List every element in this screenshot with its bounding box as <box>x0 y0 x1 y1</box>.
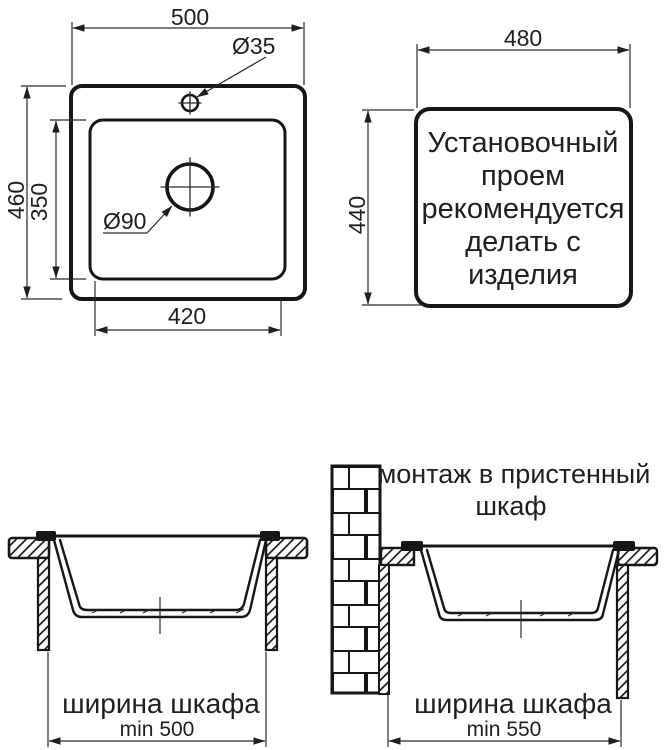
faucet-hole-icon <box>178 91 202 115</box>
cabinet-width-caption: ширина шкафа <box>62 688 260 719</box>
dim-label-350: 350 <box>26 183 52 221</box>
cutout-outline <box>414 107 633 308</box>
bowl-outer-wall-wall <box>419 548 621 622</box>
bowl-inner-wall <box>58 538 262 612</box>
leader-faucet-hole: Ø35 <box>196 33 275 98</box>
countertop-left-wall <box>379 546 416 567</box>
dim-label-460: 460 <box>3 181 29 219</box>
sink-section-profile <box>36 531 280 634</box>
label-faucet-hole: Ø35 <box>232 33 275 59</box>
dim-label-420: 420 <box>168 303 206 329</box>
cabinet-width-min-label-wall: min 550 <box>467 718 542 741</box>
bowl-outer-wall <box>52 538 268 619</box>
sink-bowl-edge <box>88 118 287 281</box>
wall-section-title-line1: монтаж в пристенный <box>378 459 651 489</box>
drain-hole-icon <box>160 157 220 217</box>
cabinet-panel-left-wall <box>378 564 390 695</box>
sink-lip-right-wall <box>613 541 635 551</box>
cabinet-panel-right-wall <box>615 563 630 700</box>
dimension-cutout-height: 440 <box>344 109 424 306</box>
sink-section-profile-wall <box>401 541 635 638</box>
dimension-cabinet-width-min500: ширина шкафа min 500 <box>47 652 267 747</box>
dimension-overall-width: 500 <box>71 4 305 85</box>
countertop-right <box>264 536 309 560</box>
dimension-cabinet-width-min550: ширина шкафа min 550 <box>387 688 622 747</box>
dim-label-500: 500 <box>171 4 209 30</box>
bowl-bottom-ticks-wall <box>457 611 577 617</box>
section-wall-mounted-cabinet: монтаж в пристенный шкаф <box>330 459 659 747</box>
note-line-2: проем <box>481 160 565 192</box>
sink-lip-left-wall <box>401 541 423 551</box>
sink-lip-left <box>36 531 56 541</box>
wall-section-title-line2: шкаф <box>475 491 546 521</box>
section-standard-cabinet: ширина шкафа min 500 <box>7 531 309 747</box>
installation-cutout-view: Установочный проем рекомендуется делать … <box>344 25 633 308</box>
dimension-bowl-depth: 350 <box>26 119 86 280</box>
note-line-1: Установочный <box>428 127 619 159</box>
note-line-5: изделия <box>468 259 578 291</box>
note-line-4: делать с <box>465 226 580 258</box>
bowl-bottom-ticks <box>91 608 245 614</box>
cabinet-panel-right <box>264 556 279 652</box>
dim-label-480: 480 <box>504 25 542 51</box>
note-line-3: рекомендуется <box>422 193 625 225</box>
cutout-note: Установочный проем рекомендуется делать … <box>422 127 625 291</box>
label-drain-hole: Ø90 <box>103 208 146 234</box>
bowl-inner-wall-wall <box>425 548 615 615</box>
brick-wall <box>330 464 382 695</box>
leader-drain-hole: Ø90 <box>103 205 173 234</box>
cabinet-panel-left <box>36 556 51 652</box>
cabinet-width-min-label: min 500 <box>120 718 195 741</box>
dimension-overall-depth: 460 <box>3 85 66 300</box>
sink-lip-right <box>260 531 280 541</box>
countertop-left <box>7 536 51 560</box>
sink-top-view: 500 460 350 420 Ø35 <box>3 4 307 336</box>
cabinet-width-caption-wall: ширина шкафа <box>414 688 612 719</box>
dimension-bowl-width: 420 <box>94 281 282 336</box>
dim-label-440: 440 <box>344 196 370 234</box>
dimension-cutout-width: 480 <box>416 25 631 108</box>
